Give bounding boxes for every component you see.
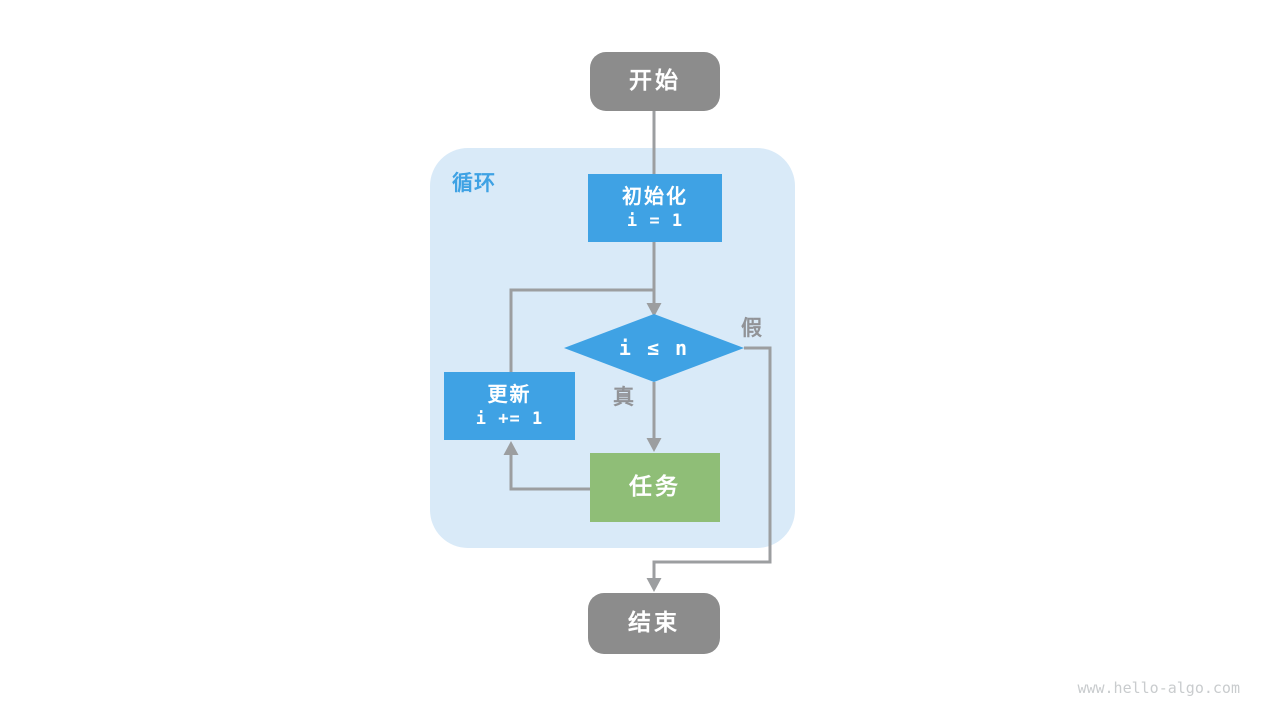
start-node: 开始 [590,52,720,111]
update-node-title: 更新 [487,382,532,407]
condition-node-code: i ≤ n [618,336,690,360]
edge-condition-false-to-end [652,346,772,579]
task-node: 任务 [590,453,720,522]
condition-node: i ≤ n [564,314,744,382]
edge-update-loopback [509,288,654,374]
true-branch-label: 真 [613,385,634,409]
end-node-label: 结束 [628,609,680,636]
init-node-title: 初始化 [622,184,688,209]
update-node-code: i += 1 [475,409,544,430]
false-branch-label: 假 [741,316,762,340]
arrowhead-task-icon [646,438,662,452]
arrowhead-condition-icon [646,303,662,317]
decision-diamond-shape [564,314,744,382]
end-node: 结束 [588,593,720,654]
update-node: 更新 i += 1 [444,372,575,440]
loop-region-label: 循环 [452,171,496,195]
edge-task-to-update [509,455,590,491]
init-node: 初始化 i = 1 [588,174,722,242]
arrowhead-end-icon [646,578,662,592]
start-node-label: 开始 [629,67,681,94]
watermark: www.hello-algo.com [1077,679,1240,697]
arrowhead-update-icon [503,441,519,455]
task-node-label: 任务 [629,473,681,500]
init-node-code: i = 1 [626,211,684,232]
